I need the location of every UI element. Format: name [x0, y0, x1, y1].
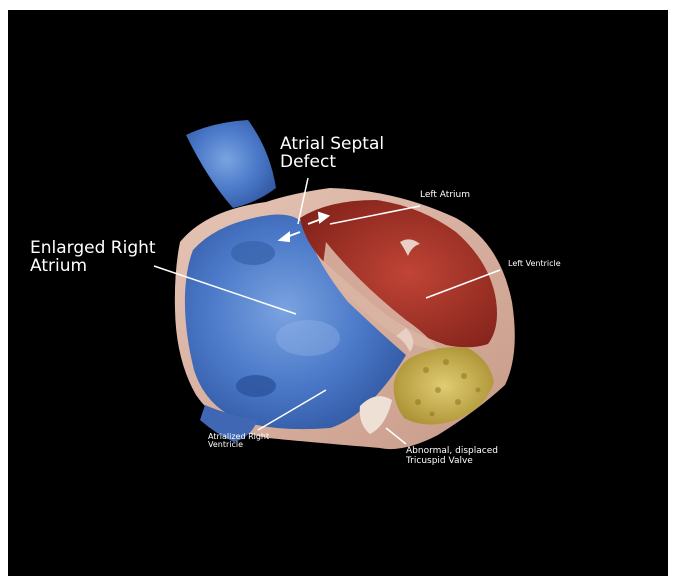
- diagram-frame: Atrial Septal Defect Left Atrium Enlarge…: [8, 10, 668, 576]
- superior-vena-cava: [186, 120, 276, 208]
- atrium-highlight: [276, 320, 340, 356]
- label-enlarged-right-atrium: Enlarged Right Atrium: [30, 240, 156, 276]
- heart-illustration: [8, 10, 668, 576]
- atrium-pouch-upper: [231, 241, 275, 265]
- label-left-atrium: Left Atrium: [420, 190, 470, 200]
- label-atrialized-right-ventricle: Atrialized Right Ventricle: [208, 433, 269, 450]
- label-left-ventricle: Left Ventricle: [508, 260, 561, 268]
- label-atrial-septal-defect: Atrial Septal Defect: [280, 136, 384, 172]
- label-abnormal-tricuspid-valve: Abnormal, displaced Tricuspid Valve: [406, 446, 498, 467]
- atrium-pouch-lower: [236, 375, 276, 397]
